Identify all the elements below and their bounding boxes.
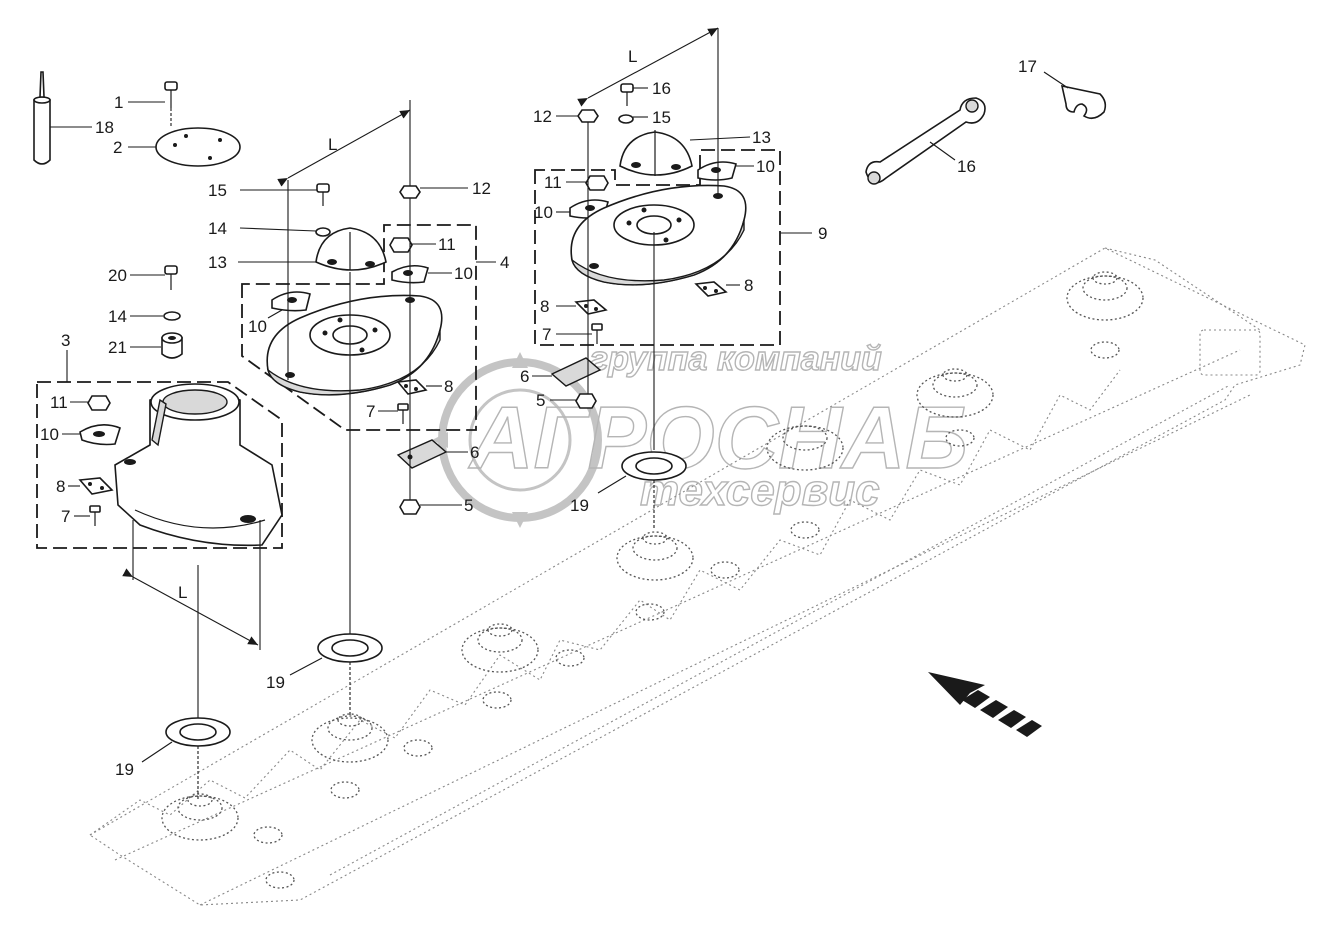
callout-8c: 8 [744,276,753,295]
watermark: группа компаний АГРОСНАБ техсервис [432,339,968,528]
dimension-l-label-3: L [628,47,637,66]
callout-19b: 19 [115,760,134,779]
callout-3: 3 [61,331,70,350]
callout-5b: 5 [536,391,545,410]
callout-19a: 19 [266,673,285,692]
callout-10e: 10 [534,203,553,222]
callout-4: 4 [500,253,509,272]
callout-7a: 7 [61,507,70,526]
callout-10a: 10 [40,425,59,444]
dimension-l-label-2: L [328,135,337,154]
callout-1: 1 [114,93,123,112]
group-3: 3 11 10 8 7 [36,331,283,549]
callout-14a: 14 [108,307,127,326]
dimension-l-left: L [122,520,261,650]
part-16-wrench: 16 [865,97,986,185]
callout-16: 16 [957,157,976,176]
dimension-l-middle: L [277,100,411,187]
callout-12b: 12 [533,107,552,126]
callout-19c: 19 [570,496,589,515]
group-4: 4 15 14 13 12 11 10 10 [208,179,509,431]
callout-8b: 8 [444,377,453,396]
callout-14b: 14 [208,219,227,238]
cutter-bar [88,247,1306,906]
callout-6b: 6 [520,367,529,386]
callout-7b: 7 [366,402,375,421]
watermark-gear-icon [432,352,602,528]
part-1-bolt: 1 [114,81,178,126]
callout-12a: 12 [472,179,491,198]
part-20-bolt: 20 [108,265,178,290]
callout-21: 21 [108,338,127,357]
callout-13b: 13 [752,128,771,147]
part-18-tool: 18 [33,71,114,165]
part-17-spanner: 17 [1018,57,1107,120]
callout-2: 2 [113,138,122,157]
callout-15b: 16 [652,79,671,98]
callout-10c: 10 [248,317,267,336]
callout-15a: 15 [208,181,227,200]
right-axes [587,28,719,450]
middle-axes [287,180,411,640]
callout-7c: 7 [542,325,551,344]
callout-18: 18 [95,118,114,137]
callout-13a: 13 [208,253,227,272]
callout-10b: 10 [454,264,473,283]
group-9: 9 12 16 15 13 10 11 10 [533,79,827,346]
callout-9: 9 [818,224,827,243]
callout-5a: 5 [464,496,473,515]
direction-arrow-icon [928,672,1042,737]
part-14-washer-left: 14 [108,307,181,326]
callout-11c: 11 [544,173,562,192]
callout-8d: 8 [540,297,549,316]
part-19-ring-right: 19 [570,451,687,530]
part-2-cover-plate: 2 [113,127,241,167]
callout-11a: 11 [50,393,68,412]
callout-8a: 8 [56,477,65,496]
part-19-ring-left: 19 [115,565,231,800]
part-21-sleeve: 21 [108,332,183,359]
callout-17: 17 [1018,57,1037,76]
callout-14c: 15 [652,108,671,127]
callout-6a: 6 [470,443,479,462]
callout-11b: 11 [438,235,456,254]
watermark-line1: группа компаний [590,340,882,378]
part-19-ring-middle: 19 [266,633,383,715]
dimension-l-right: L [577,27,719,107]
callout-20: 20 [108,266,127,285]
callout-10d: 10 [756,157,775,176]
watermark-line2: АГРОСНАБ [468,388,968,487]
dimension-l-label-1: L [178,583,187,602]
